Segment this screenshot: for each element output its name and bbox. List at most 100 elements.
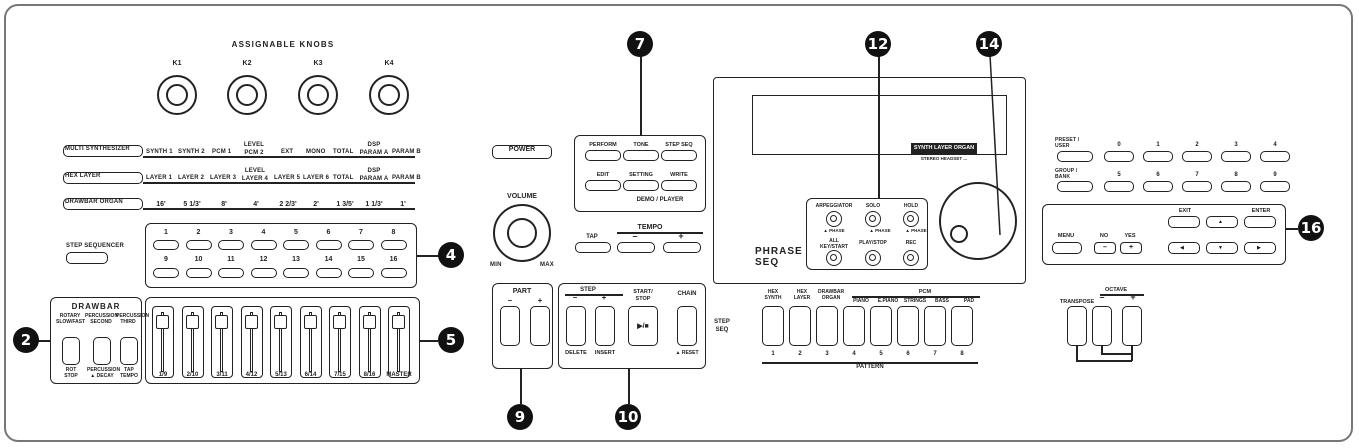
step-button-14[interactable] (315, 268, 342, 278)
bank-button-2[interactable] (1182, 151, 1212, 162)
step-button-9[interactable] (153, 268, 179, 278)
fader-cap[interactable] (333, 315, 346, 329)
step-button-12[interactable] (250, 268, 277, 278)
step-button-11[interactable] (218, 268, 244, 278)
step-button-16[interactable] (380, 268, 407, 278)
step-button-2[interactable] (185, 240, 212, 250)
drawbar-fader-9[interactable] (388, 306, 410, 378)
phrase-play-stop-button[interactable] (865, 250, 881, 266)
pattern-button-4[interactable] (843, 306, 865, 346)
step-sequencer-button[interactable] (66, 252, 108, 264)
yes-plus-button[interactable]: + (1120, 242, 1142, 254)
step-seq-mode-button[interactable] (661, 150, 697, 161)
drawbar-fader-8[interactable] (358, 306, 381, 378)
bank-button-4[interactable] (1260, 151, 1290, 162)
tempo-minus-button[interactable] (617, 242, 655, 253)
drawbar-fader-3[interactable] (211, 306, 233, 378)
cursor-left-button[interactable] (1168, 242, 1200, 254)
step-button-4[interactable] (250, 240, 277, 250)
bank-button-3[interactable] (1221, 151, 1251, 162)
drawbar-fader-7[interactable] (329, 306, 351, 378)
step-button-7[interactable] (348, 240, 374, 250)
bank-button-1[interactable] (1143, 151, 1173, 162)
tempo-plus-button[interactable] (663, 242, 701, 253)
step-button-15[interactable] (348, 268, 374, 278)
step-button-3[interactable] (218, 240, 244, 250)
step-minus-button[interactable] (566, 306, 586, 346)
cursor-right-button[interactable] (1244, 242, 1276, 254)
rotary-button[interactable] (62, 337, 80, 365)
step-button-6[interactable] (315, 240, 342, 250)
step-button-8[interactable] (380, 240, 407, 250)
fader-cap[interactable] (303, 315, 317, 329)
percussion-second-button[interactable] (93, 337, 111, 365)
tap-button[interactable] (575, 242, 611, 253)
bank-button-6[interactable] (1143, 181, 1173, 192)
arpeggiator-button[interactable] (826, 211, 842, 227)
no-minus-button[interactable]: – (1094, 242, 1116, 254)
octave-plus-button[interactable] (1122, 306, 1142, 346)
setting-button[interactable] (623, 180, 659, 191)
fader-cap[interactable] (362, 315, 376, 329)
menu-button[interactable] (1052, 242, 1082, 254)
transpose-button[interactable] (1067, 306, 1087, 346)
write-button[interactable] (661, 180, 697, 191)
step-button-5[interactable] (283, 240, 309, 250)
multi-synthesizer-button[interactable] (63, 145, 143, 157)
pattern-button-1[interactable] (762, 306, 784, 346)
pattern-button-6[interactable] (897, 306, 919, 346)
drawbar-fader-5[interactable] (270, 306, 292, 378)
pattern-button-7[interactable] (924, 306, 946, 346)
bank-button-9[interactable] (1260, 181, 1290, 192)
step-button-1[interactable] (153, 240, 179, 250)
data-dial[interactable] (939, 182, 1017, 260)
fader-cap[interactable] (392, 315, 405, 329)
bank-button-8[interactable] (1221, 181, 1251, 192)
drawbar-fader-6[interactable] (299, 306, 322, 378)
drawbar-fader-4[interactable] (240, 306, 263, 378)
all-key-start-button[interactable] (826, 250, 842, 266)
edit-button[interactable] (585, 180, 621, 191)
pattern-button-2[interactable] (789, 306, 811, 346)
knob-k2[interactable] (227, 75, 267, 115)
chain-button[interactable] (677, 306, 697, 346)
pattern-button-3[interactable] (816, 306, 838, 346)
drawbar-fader-2[interactable] (181, 306, 204, 378)
cursor-down-button[interactable] (1206, 242, 1238, 254)
hex-layer-button[interactable] (63, 172, 143, 184)
fader-cap[interactable] (244, 315, 258, 329)
percussion-third-button[interactable] (120, 337, 138, 365)
drawbar-fader-1[interactable] (152, 306, 174, 378)
drawbar-organ-button[interactable] (63, 198, 143, 210)
tone-button[interactable] (623, 150, 659, 161)
octave-minus-button[interactable] (1092, 306, 1112, 346)
solo-button[interactable] (865, 211, 881, 227)
knob-k1[interactable] (157, 75, 197, 115)
power-button[interactable] (492, 145, 552, 159)
bank-button-0[interactable] (1104, 151, 1134, 162)
bank-button-7[interactable] (1182, 181, 1212, 192)
rec-button[interactable] (903, 250, 919, 266)
fader-cap[interactable] (274, 315, 287, 329)
step-plus-button[interactable] (595, 306, 615, 346)
fader-cap[interactable] (156, 315, 169, 329)
cursor-up-button[interactable] (1206, 216, 1238, 228)
part-minus-button[interactable] (500, 306, 520, 346)
step-button-13[interactable] (283, 268, 309, 278)
knob-k4[interactable] (369, 75, 409, 115)
start-stop-button[interactable] (628, 306, 658, 346)
bank-button-5[interactable] (1104, 181, 1134, 192)
step-button-10[interactable] (185, 268, 212, 278)
fader-cap[interactable] (215, 315, 228, 329)
preset-user-button[interactable] (1057, 151, 1093, 162)
perform-button[interactable] (585, 150, 621, 161)
volume-knob[interactable] (493, 204, 551, 262)
part-plus-button[interactable] (530, 306, 550, 346)
group-bank-button[interactable] (1057, 181, 1093, 192)
pattern-button-8[interactable] (951, 306, 973, 346)
hold-button[interactable] (903, 211, 919, 227)
knob-k3[interactable] (298, 75, 338, 115)
fader-cap[interactable] (185, 315, 199, 329)
exit-button[interactable] (1168, 216, 1200, 228)
pattern-button-5[interactable] (870, 306, 892, 346)
